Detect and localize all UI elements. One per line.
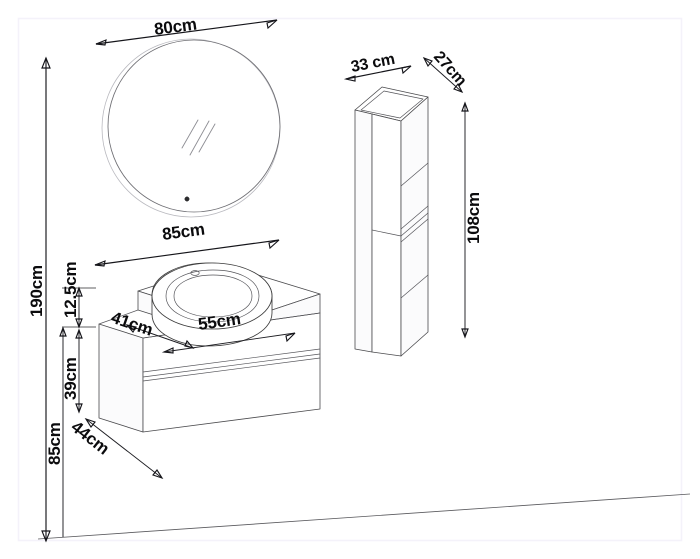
dimension-vanity-width: 85cm xyxy=(94,220,280,267)
dimension-label-vanity-body-height: 39cm xyxy=(61,357,80,400)
arrowhead-bottom-27cm xyxy=(453,82,464,94)
mirror-shine-streak-2 xyxy=(189,120,210,156)
dimension-countertop-thickness: 12.5cm xyxy=(61,261,96,329)
arrowhead-top-floor-85cm xyxy=(59,326,67,337)
arrowhead-left-80cm xyxy=(95,39,107,46)
dimension-mirror-diameter: 80cm xyxy=(95,15,278,46)
dimension-floor-height: 85cm xyxy=(45,326,67,537)
dimension-line-55cm xyxy=(163,332,296,353)
dimension-label-cabinet-width: 33 cm xyxy=(350,51,397,76)
cabinet-handle-groove-mid xyxy=(400,212,429,237)
page-frame xyxy=(17,17,683,542)
arrowhead-bottom-190cm xyxy=(41,530,51,543)
arrowhead-bottom-41cm xyxy=(184,339,195,349)
arrowhead-top-44cm xyxy=(84,417,96,428)
vanity-left-top-bevel xyxy=(98,309,139,325)
dimension-vanity-body-height: 39cm xyxy=(61,328,83,414)
round-mirror xyxy=(101,38,281,218)
mirror-shine-streak-1 xyxy=(181,119,199,149)
mirror-shine-streak-3 xyxy=(198,123,216,153)
arrowhead-top-108cm xyxy=(461,101,469,112)
vanity-unit xyxy=(98,262,321,433)
dimension-line-80cm xyxy=(95,19,278,45)
dimension-label-vanity-depth: 44cm xyxy=(68,417,113,458)
arrowhead-top-39cm xyxy=(75,328,83,339)
cabinet-right-depth-face xyxy=(400,96,429,357)
cabinet-division-line-1 xyxy=(400,162,429,187)
vanity-handle-groove-line xyxy=(142,353,321,378)
dimension-cabinet-width: 33 cm xyxy=(343,51,412,82)
vanity-drawer-upper-bottom-line xyxy=(142,348,321,373)
dimension-line-41cm xyxy=(126,324,194,349)
arrowhead-top-27cm xyxy=(422,56,433,68)
dimension-line-44cm xyxy=(85,418,163,479)
basin-rim-outer xyxy=(151,262,273,330)
basin-overflow-hole xyxy=(190,270,200,276)
dimension-label-vanity-width: 85cm xyxy=(161,220,206,244)
arrowhead-top-41cm xyxy=(125,324,137,333)
dimension-label-overall-height: 190cm xyxy=(27,265,46,317)
vanity-handle-groove-line-2 xyxy=(142,357,321,382)
arrowhead-bottom-44cm xyxy=(152,469,164,480)
arrowhead-left-55cm xyxy=(161,347,174,354)
dimension-overall-height: 190cm xyxy=(27,56,51,543)
arrowhead-bottom-125cm xyxy=(75,318,83,329)
cabinet-front-division-line xyxy=(371,229,402,237)
dimension-label-cabinet-height: 108cm xyxy=(464,192,483,244)
mirror-halo-ring xyxy=(101,38,281,218)
arrowhead-top-125cm xyxy=(75,286,83,297)
dimension-label-floor-height: 85cm xyxy=(45,422,64,465)
arrowhead-right-80cm xyxy=(266,19,278,30)
cabinet-handle-groove-bottom xyxy=(400,218,429,243)
cabinet-handle-groove-top xyxy=(400,205,429,230)
vanity-body-left-side xyxy=(98,323,144,433)
arrowhead-right-55cm xyxy=(285,332,296,343)
arrowhead-left-85cm xyxy=(94,260,106,267)
arrowhead-left-33cm xyxy=(343,75,356,82)
dimension-line-85cm xyxy=(94,239,280,266)
basin-inner-contour xyxy=(173,274,253,318)
mirror-touch-sensor-icon xyxy=(184,196,190,202)
arrowhead-bottom-108cm xyxy=(461,328,469,339)
dimension-label-countertop-thickness: 12.5cm xyxy=(61,261,80,318)
dimension-cabinet-depth: 27cm xyxy=(422,48,470,94)
dimension-cabinet-height: 108cm xyxy=(461,101,483,339)
basin-inner-bowl xyxy=(165,269,260,323)
vanity-basin xyxy=(151,262,273,347)
cabinet-top-inset xyxy=(360,90,424,119)
arrowhead-top-190cm xyxy=(41,56,51,69)
cabinet-left-side-panel xyxy=(354,109,373,353)
arrowhead-right-33cm xyxy=(401,65,412,75)
arrowhead-bottom-39cm xyxy=(75,403,83,414)
mirror-glass-edge xyxy=(107,39,281,213)
cabinet-division-line-3 xyxy=(400,274,429,299)
floor-line xyxy=(37,493,691,540)
arrowhead-right-85cm xyxy=(268,239,280,250)
tall-cabinet xyxy=(354,86,429,357)
dimension-line-33cm xyxy=(345,65,412,80)
